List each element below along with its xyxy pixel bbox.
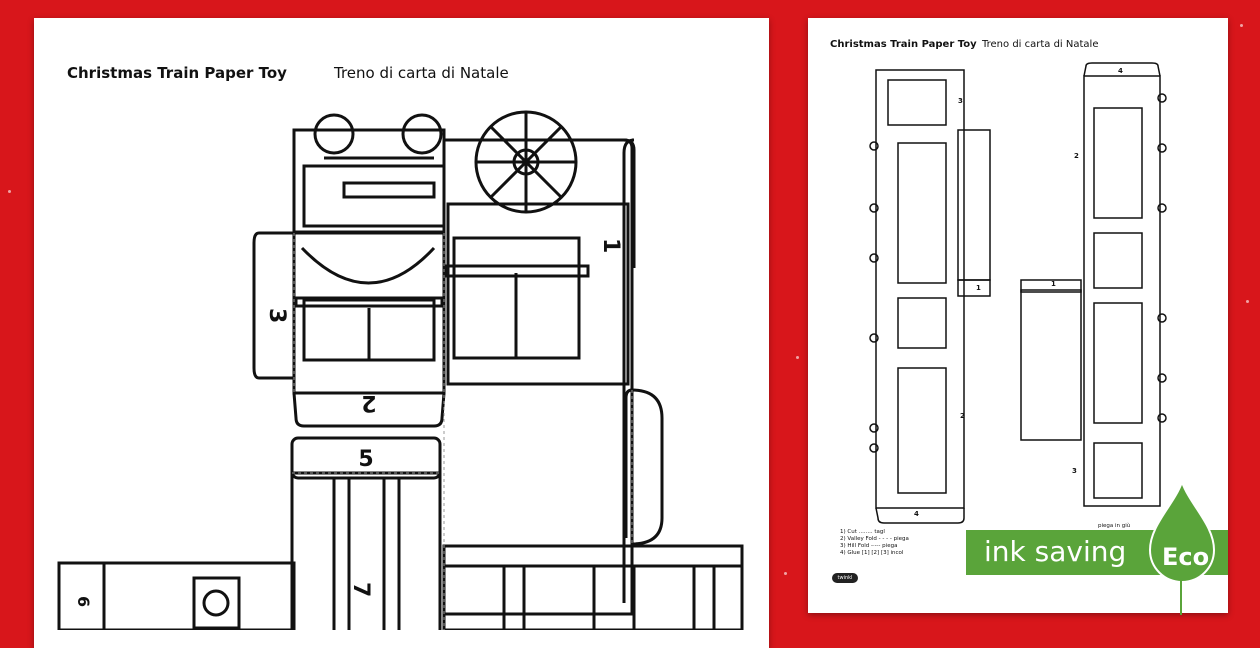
key-item: 4) Glue <box>840 550 861 556</box>
key-translation: incol <box>890 550 904 556</box>
panel-5 <box>290 471 442 630</box>
middle-panel <box>1020 289 1082 441</box>
wheel-icon <box>313 113 355 155</box>
preview-number-1: 1 <box>976 284 981 292</box>
eco-text: ink saving <box>984 535 1127 568</box>
preview-number-2: 2 <box>1074 152 1079 160</box>
key-note: piega in giù <box>1098 523 1131 529</box>
key-item: 1) Cut <box>840 529 857 535</box>
side-tab <box>252 231 296 380</box>
panel-number-7: 7 <box>348 582 373 597</box>
main-title: Christmas Train Paper Toy <box>67 64 287 82</box>
wheel-icon <box>401 113 443 155</box>
key-item: 3) Hill Fold <box>840 543 870 549</box>
panel-5-tab <box>290 436 442 480</box>
preview-worksheet: Christmas Train Paper Toy Treno di carta… <box>808 18 1228 613</box>
glue-mark: 2 <box>873 550 878 556</box>
panel-number-5: 5 <box>358 447 373 472</box>
preview-number-4b: 4 <box>914 510 919 518</box>
panel-number-1: 1 <box>598 238 623 253</box>
preview-number-4: 4 <box>1118 67 1123 75</box>
bg-dot <box>796 356 799 359</box>
preview-number-3: 3 <box>958 97 963 105</box>
glue-mark: 3 <box>883 550 887 556</box>
instructions-key: 1) Cut ........ tagl 2) Valley Fold - - … <box>840 529 909 556</box>
panel-number-6: 6 <box>74 596 93 607</box>
eco-ink-saving-badge: ink saving Eco <box>966 480 1228 615</box>
left-coach-strip <box>875 69 965 509</box>
key-translation: piega <box>893 536 909 542</box>
panel-number-3: 3 <box>264 308 289 323</box>
preview-subtitle: Treno di carta di Natale <box>982 39 1099 50</box>
bg-dot <box>784 572 787 575</box>
panel-number-2: 2 <box>361 390 376 415</box>
bottom-tab <box>292 392 446 428</box>
panel-6 <box>57 561 296 630</box>
eco-drop-icon <box>1148 480 1216 583</box>
main-subtitle: Treno di carta di Natale <box>334 64 509 82</box>
glue-mark: 1 <box>863 550 868 556</box>
chassis-panel <box>292 128 446 234</box>
main-worksheet: Christmas Train Paper Toy Treno di carta… <box>34 18 769 648</box>
bg-dot <box>1240 24 1243 27</box>
preview-number-2b: 2 <box>960 412 965 420</box>
bg-dot <box>1246 300 1249 303</box>
key-translation: piega <box>882 543 898 549</box>
train-template-art: 1 2 3 5 6 7 <box>57 110 744 630</box>
twinkl-logo: twinkl <box>832 573 858 583</box>
bg-dot <box>8 190 11 193</box>
preview-title: Christmas Train Paper Toy <box>830 39 977 50</box>
preview-number-1b: 1 <box>1051 280 1056 288</box>
key-translation: tagl <box>874 529 885 535</box>
right-coach-strip <box>1083 75 1161 507</box>
preview-template-art: 1 1 2 2 3 3 4 4 <box>869 62 1167 524</box>
eco-label: Eco <box>1162 543 1210 571</box>
key-item: 2) Valley Fold <box>840 536 877 542</box>
preview-number-3b: 3 <box>1072 467 1077 475</box>
lamp-icon <box>192 576 241 630</box>
eco-drop-stem <box>1180 575 1182 615</box>
